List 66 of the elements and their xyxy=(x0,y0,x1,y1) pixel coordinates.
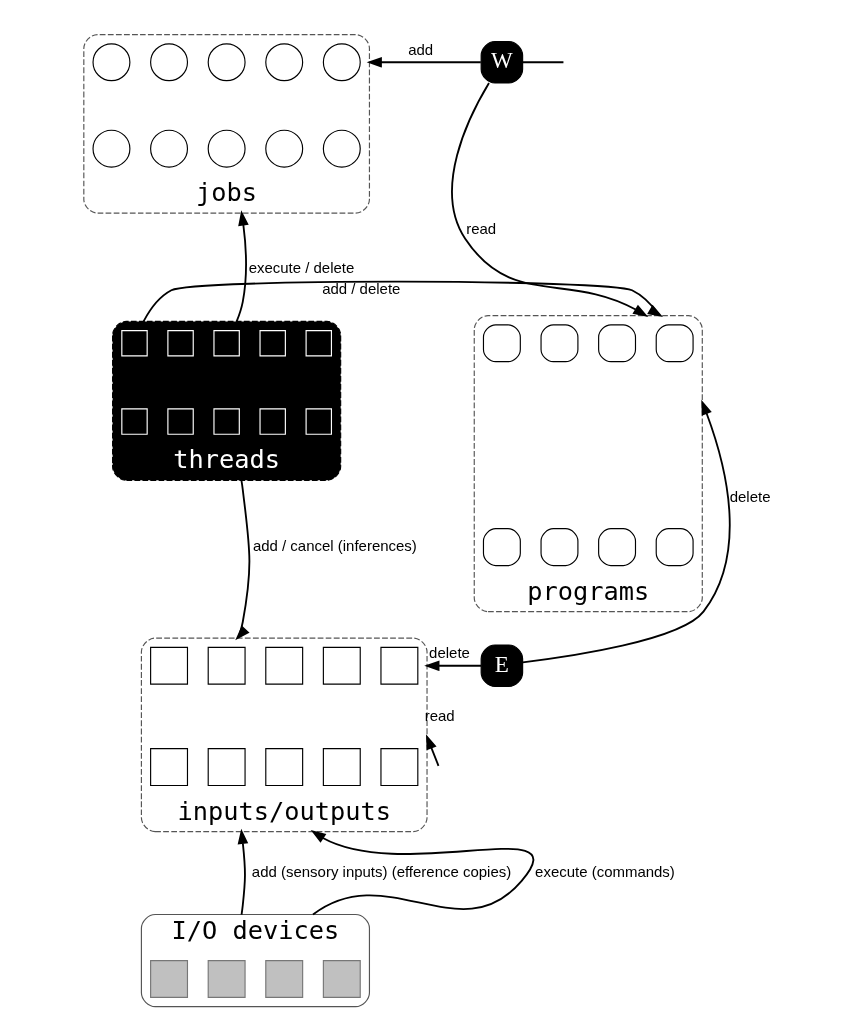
edge-label: add / delete xyxy=(321,279,400,297)
node-box xyxy=(264,960,303,998)
edge-label: delete xyxy=(428,644,470,662)
node-box xyxy=(149,960,188,998)
arrow xyxy=(450,82,648,318)
edge-label: add / cancel (inferences) xyxy=(252,537,417,555)
node-box xyxy=(655,324,694,363)
cluster: programs xyxy=(473,315,703,613)
arrow xyxy=(310,830,534,916)
arrow xyxy=(235,210,249,323)
node-circle xyxy=(207,43,246,82)
node-box xyxy=(379,748,418,787)
node-box xyxy=(120,408,148,435)
node-box xyxy=(207,960,246,998)
edge-label: delete xyxy=(729,487,770,505)
arrow xyxy=(521,399,731,664)
node-circle xyxy=(207,129,246,168)
node-box xyxy=(264,646,303,685)
edge-label: add xyxy=(407,40,433,58)
node-box xyxy=(212,408,240,435)
node-circle xyxy=(91,129,130,168)
node-box xyxy=(597,528,636,567)
node-box xyxy=(264,748,303,787)
node-box xyxy=(258,330,286,357)
node-box xyxy=(482,528,521,567)
node-box xyxy=(207,646,246,685)
node-circle xyxy=(322,43,361,82)
arrow xyxy=(425,734,439,767)
node-box xyxy=(305,408,332,435)
node-circle xyxy=(264,43,303,82)
node-circle xyxy=(322,129,361,168)
node-box xyxy=(305,330,332,357)
node-box xyxy=(539,528,578,567)
edge-label: execute (commands) xyxy=(534,862,675,880)
node-circle xyxy=(149,43,188,82)
node-box xyxy=(120,330,148,357)
node-box xyxy=(212,330,240,357)
node-box xyxy=(539,324,578,363)
node-circle xyxy=(149,129,188,168)
arrow xyxy=(237,828,248,916)
node-box xyxy=(597,324,636,363)
arrow xyxy=(423,660,482,672)
node-box xyxy=(166,408,194,435)
node-box xyxy=(149,646,188,685)
node-box xyxy=(482,324,521,363)
node-box xyxy=(655,528,694,567)
node-circle xyxy=(264,129,303,168)
node-box xyxy=(322,960,361,998)
node-box xyxy=(322,748,361,787)
cluster: jobs xyxy=(82,34,370,214)
edge-label: execute / delete xyxy=(248,259,354,277)
connector xyxy=(521,61,564,64)
cluster: threads xyxy=(111,320,341,481)
node-box xyxy=(149,748,188,787)
edge-label: add (sensory inputs) (efference copies) xyxy=(251,862,511,880)
node-box xyxy=(207,748,246,787)
node-box xyxy=(379,646,418,685)
node-circle xyxy=(91,43,130,82)
arrow xyxy=(366,56,482,68)
cluster: I/O devices xyxy=(140,913,370,1008)
node-box xyxy=(258,408,286,435)
arrow xyxy=(234,479,250,641)
node-box xyxy=(322,646,361,685)
edge-label: read xyxy=(465,220,496,238)
arrow xyxy=(142,280,663,323)
node-box xyxy=(166,330,194,357)
